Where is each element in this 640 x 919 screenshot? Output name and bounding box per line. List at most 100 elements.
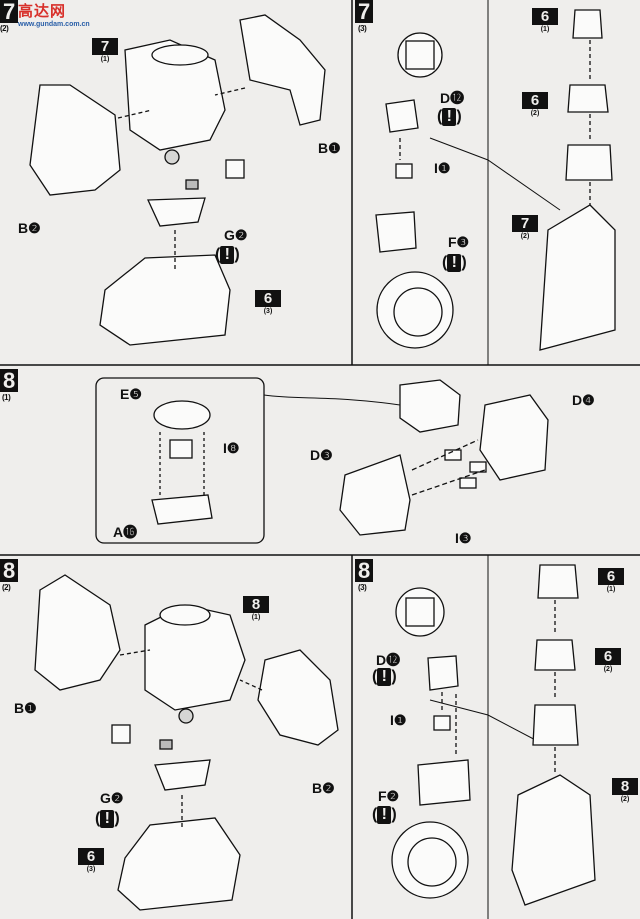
ref-8-2-a-num: 8 — [612, 778, 638, 795]
part-a16: A⓰ — [113, 524, 138, 540]
ref-6-2-a: 6 (2) — [522, 92, 548, 118]
warning-open: ( — [215, 246, 221, 263]
part-f2: F❷ — [378, 788, 400, 804]
logo-url: www.gundam.com.cn — [18, 21, 90, 28]
ref-6-2-a-num: 6 — [522, 92, 548, 109]
ref-6-2-b: 6 (2) — [595, 648, 621, 674]
ref-6-1-a: 6 (1) — [532, 8, 558, 34]
part-e5: E❺ — [120, 386, 142, 402]
step-8-1-sub: (1) — [2, 393, 11, 402]
cap-e5 — [153, 400, 211, 430]
ref-8-1-a-num: 8 — [243, 596, 269, 613]
ref-6-1-b: 6 (1) — [598, 568, 624, 594]
warning-open: ( — [95, 810, 101, 827]
ref-6-2-a-sub: (2) — [530, 110, 540, 117]
warning-close: ) — [114, 810, 120, 827]
step8-2-art — [34, 574, 339, 911]
ref-6-1-a-sub: (1) — [540, 26, 550, 33]
warning-mark-4: (!) — [95, 810, 120, 828]
ref-6-3-a-sub: (3) — [263, 308, 273, 315]
base-a16 — [151, 494, 213, 525]
ref-6-3-b-sub: (3) — [86, 866, 96, 873]
ref-8-1-a: 8 (1) — [243, 596, 269, 622]
pin-i1 — [395, 163, 413, 179]
warning-open: ( — [437, 108, 443, 125]
logo-brand: 高达网 — [18, 3, 67, 20]
step7-3-stack — [539, 9, 616, 351]
step-7-3-number: 7 — [355, 0, 374, 23]
part-i1-a: I❶ — [434, 160, 451, 176]
part-d12-a: D⓬ — [440, 90, 465, 106]
warning-open: ( — [372, 806, 378, 823]
ref-6-2-b-sub: (2) — [603, 666, 613, 673]
step7-1-art — [29, 14, 326, 346]
half-d4 — [479, 394, 549, 481]
part-f3: F❸ — [448, 234, 470, 250]
part-g2-b: G❷ — [100, 790, 124, 806]
warning-mark-5: (!) — [372, 668, 397, 686]
torso-block — [124, 39, 226, 151]
step8-1-art — [339, 379, 549, 536]
part-d3: D❸ — [310, 447, 333, 463]
warning-mark-3: (!) — [442, 254, 467, 272]
ref-8-1-a-sub: (1) — [251, 614, 261, 621]
warning-exclamation-icon: ! — [100, 810, 115, 828]
part-b2-b: B❷ — [312, 780, 335, 796]
ref-6-3-a-num: 6 — [255, 290, 281, 307]
waist-part-g2 — [147, 197, 206, 227]
part-i3: I❸ — [455, 530, 472, 546]
part-i8: I❽ — [223, 440, 240, 456]
part-d12-b: D⓬ — [376, 652, 401, 668]
warning-exclamation-icon: ! — [220, 246, 235, 264]
joint-d12 — [385, 99, 419, 133]
step-7-2-number: 7 — [0, 0, 19, 23]
ref-7-1-sub: (1) — [100, 56, 110, 63]
ref-7-2-a-num: 7 — [512, 215, 538, 232]
ref-6-1-b-sub: (1) — [606, 586, 616, 593]
warning-exclamation-icon: ! — [447, 254, 462, 272]
shell-left-b2 — [29, 84, 121, 196]
part-b1-b: B❶ — [14, 700, 37, 716]
warning-mark-6: (!) — [372, 806, 397, 824]
ref-6-3-a: 6 (3) — [255, 290, 281, 316]
warning-exclamation-icon: ! — [442, 108, 457, 126]
ref-6-3-b: 6 (3) — [78, 848, 104, 874]
warning-exclamation-icon: ! — [377, 668, 392, 686]
warning-close: ) — [391, 668, 397, 685]
step8-3-art — [391, 587, 471, 899]
step-7-3-sub: (3) — [358, 24, 367, 33]
part-g2-a: G❷ — [224, 227, 248, 243]
step7-3-art — [375, 32, 454, 349]
step-7-2-sub: (2) — [0, 24, 9, 33]
step-8-1-number: 8 — [0, 369, 19, 392]
torso-assembled — [539, 204, 616, 351]
part-i1-b: I❶ — [390, 712, 407, 728]
warning-mark-1: (!) — [215, 246, 240, 264]
part-b2-a: B❷ — [18, 220, 41, 236]
ref-7-2-a: 7 (2) — [512, 215, 538, 241]
ref-6-1-b-num: 6 — [598, 568, 624, 585]
step8-1-inset — [95, 377, 401, 544]
ref-7-1: 7 (1) — [92, 38, 118, 64]
warning-close: ) — [461, 254, 467, 271]
base-stand — [99, 254, 231, 346]
warning-close: ) — [456, 108, 462, 125]
warning-open: ( — [442, 254, 448, 271]
step-8-3-sub: (3) — [358, 583, 367, 592]
cylinder-f3 — [375, 211, 417, 253]
ref-7-2-a-sub: (2) — [520, 233, 530, 240]
ref-6-2-b-num: 6 — [595, 648, 621, 665]
part-d4: D❹ — [572, 392, 595, 408]
step8-3-stack — [511, 564, 596, 906]
ref-6-3-b-num: 6 — [78, 848, 104, 865]
shell-right-b1 — [239, 14, 326, 126]
warning-mark-2: (!) — [437, 108, 462, 126]
step-8-2-sub: (2) — [2, 583, 11, 592]
site-logo: 高达网 www.gundam.com.cn — [18, 0, 106, 30]
step-8-3-number: 8 — [355, 559, 374, 582]
warning-exclamation-icon: ! — [377, 806, 392, 824]
warning-close: ) — [391, 806, 397, 823]
